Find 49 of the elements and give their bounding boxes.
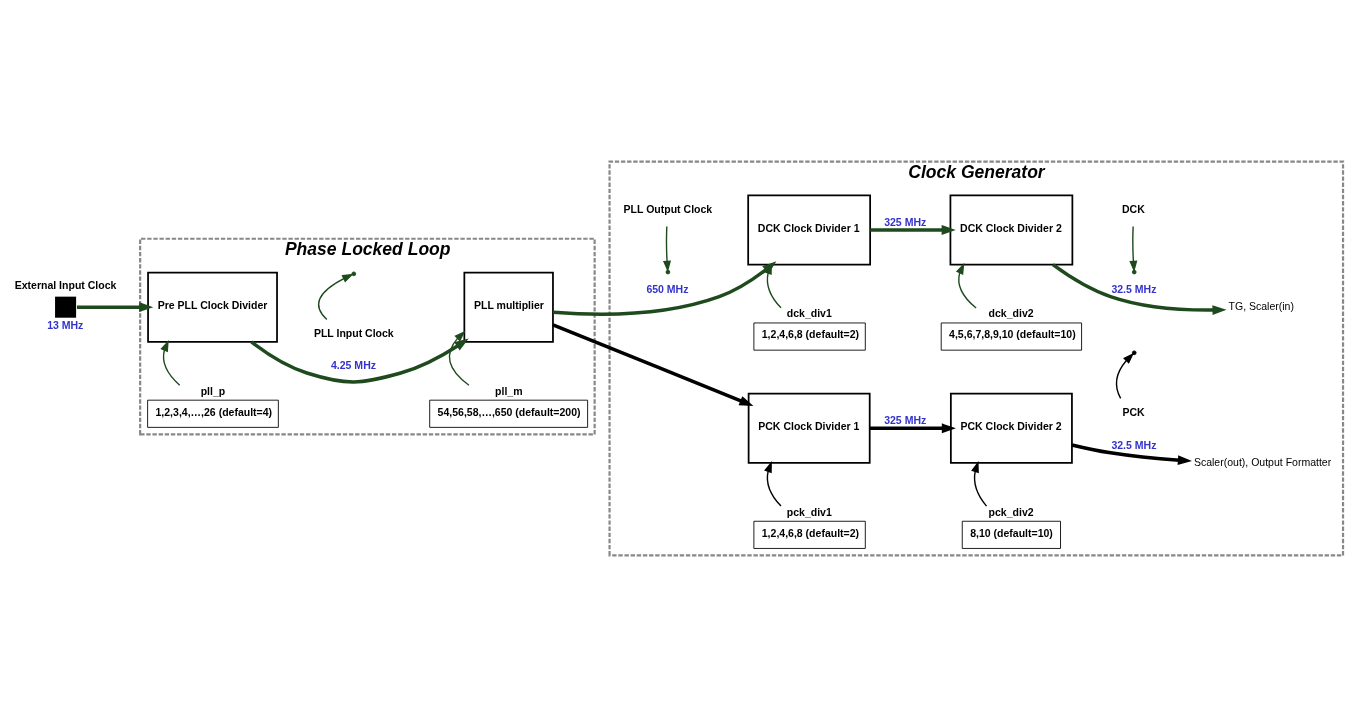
- node-text: Scaler(out), Output Formatter: [1193, 455, 1332, 468]
- node-box: [55, 296, 77, 318]
- node-box: PCK Clock Divider 1: [747, 392, 871, 464]
- node-box: PCK Clock Divider 2: [950, 392, 1073, 464]
- arrow: [1115, 352, 1135, 399]
- arrow: [869, 422, 956, 433]
- arrow: [1071, 442, 1192, 465]
- arrow: [955, 262, 977, 309]
- arrow: [317, 273, 354, 320]
- node-box: 54,56,58,…,650 (default=200): [429, 399, 589, 428]
- node-box: 1,2,3,4,…,26 (default=4): [147, 399, 279, 428]
- node-text: DCK: [1121, 202, 1145, 214]
- arrow: [1051, 262, 1227, 315]
- arrow: [552, 322, 754, 406]
- node-box: DCK Clock Divider 1: [747, 193, 871, 265]
- node-label: 13 MHz: [47, 318, 84, 331]
- node-label: pll_m: [495, 384, 523, 397]
- node-text: PLL Input Clock: [313, 326, 394, 339]
- edge-label: 4.25 MHz: [330, 358, 376, 371]
- node-label: External Input Clock: [14, 278, 117, 291]
- node-text: PCK: [1122, 405, 1145, 418]
- edge-label: 325 MHz: [884, 413, 927, 426]
- node-box: 1,2,4,6,8 (default=2): [753, 520, 866, 549]
- node-box: PLL multiplier: [463, 271, 554, 343]
- node-box: 8,10 (default=10): [961, 520, 1061, 549]
- edge-label: 650 MHz: [646, 282, 689, 295]
- edge-label: 32.5 MHz: [1111, 438, 1157, 451]
- arrow: [250, 338, 469, 384]
- arrow: [1129, 225, 1138, 272]
- arrow: [448, 330, 470, 386]
- node-label: pck_div1: [786, 505, 832, 518]
- arrow: [764, 460, 782, 507]
- node-box: 1,2,4,6,8 (default=2): [753, 322, 866, 351]
- arrow: [663, 225, 672, 272]
- node-text: TG, Scaler(in): [1228, 299, 1294, 312]
- node-label: dck_div2: [988, 306, 1034, 319]
- node-box: Pre PLL Clock Divider: [147, 271, 278, 343]
- node-label: dck_div1: [786, 306, 832, 319]
- arrow: [971, 460, 988, 507]
- node-box: 4,5,6,7,8,9,10 (default=10): [940, 322, 1082, 351]
- arrow: [77, 301, 154, 312]
- edge-label: 325 MHz: [884, 215, 927, 228]
- edge-label: 32.5 MHz: [1111, 282, 1157, 295]
- node-text: PLL Output Clock: [623, 202, 713, 214]
- node-box: DCK Clock Divider 2: [949, 193, 1074, 265]
- node-label: pll_p: [200, 384, 226, 397]
- arrow: [870, 224, 956, 235]
- node-label: pck_div2: [988, 505, 1034, 518]
- arrow: [160, 339, 181, 386]
